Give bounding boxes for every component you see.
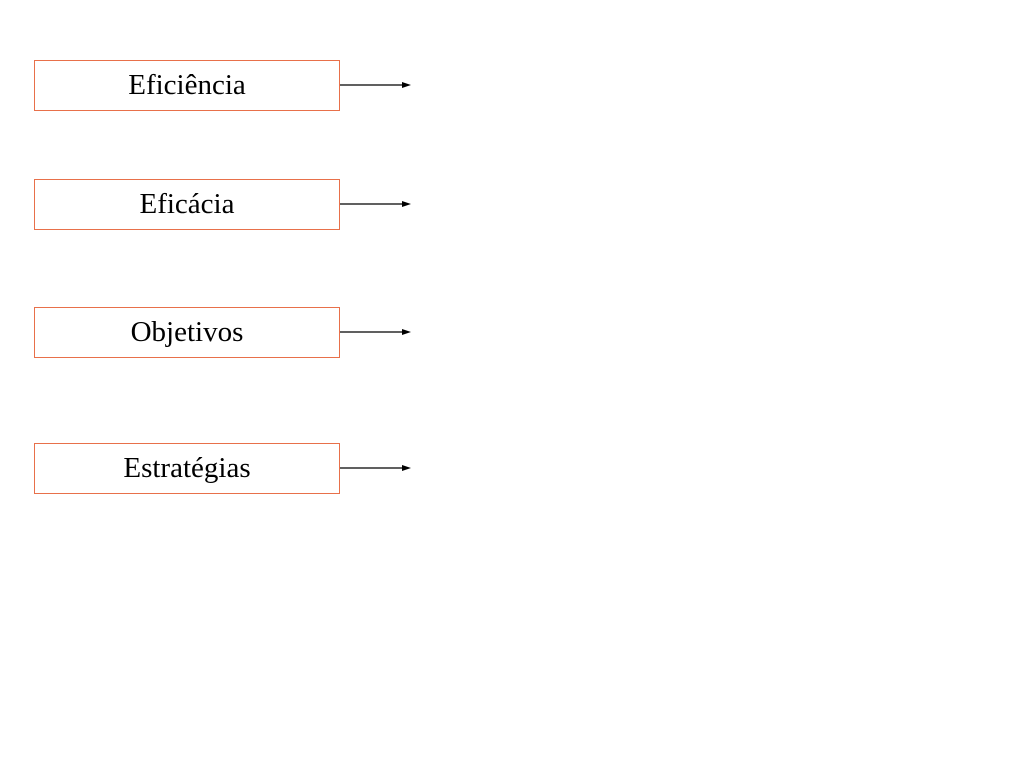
node-label: Objetivos <box>130 316 244 348</box>
node-label: Estratégias <box>123 452 251 484</box>
node-eficacia: Eficácia <box>34 179 340 230</box>
node-label: Eficiência <box>128 69 246 101</box>
arrow-right-icon <box>340 82 411 88</box>
node-eficiencia: Eficiência <box>34 60 340 111</box>
arrow-right-icon <box>340 465 411 471</box>
arrow-right-icon <box>340 201 411 207</box>
node-estrategias: Estratégias <box>34 443 340 494</box>
node-label: Eficácia <box>139 188 235 220</box>
node-objetivos: Objetivos <box>34 307 340 358</box>
arrow-right-icon <box>340 329 411 335</box>
